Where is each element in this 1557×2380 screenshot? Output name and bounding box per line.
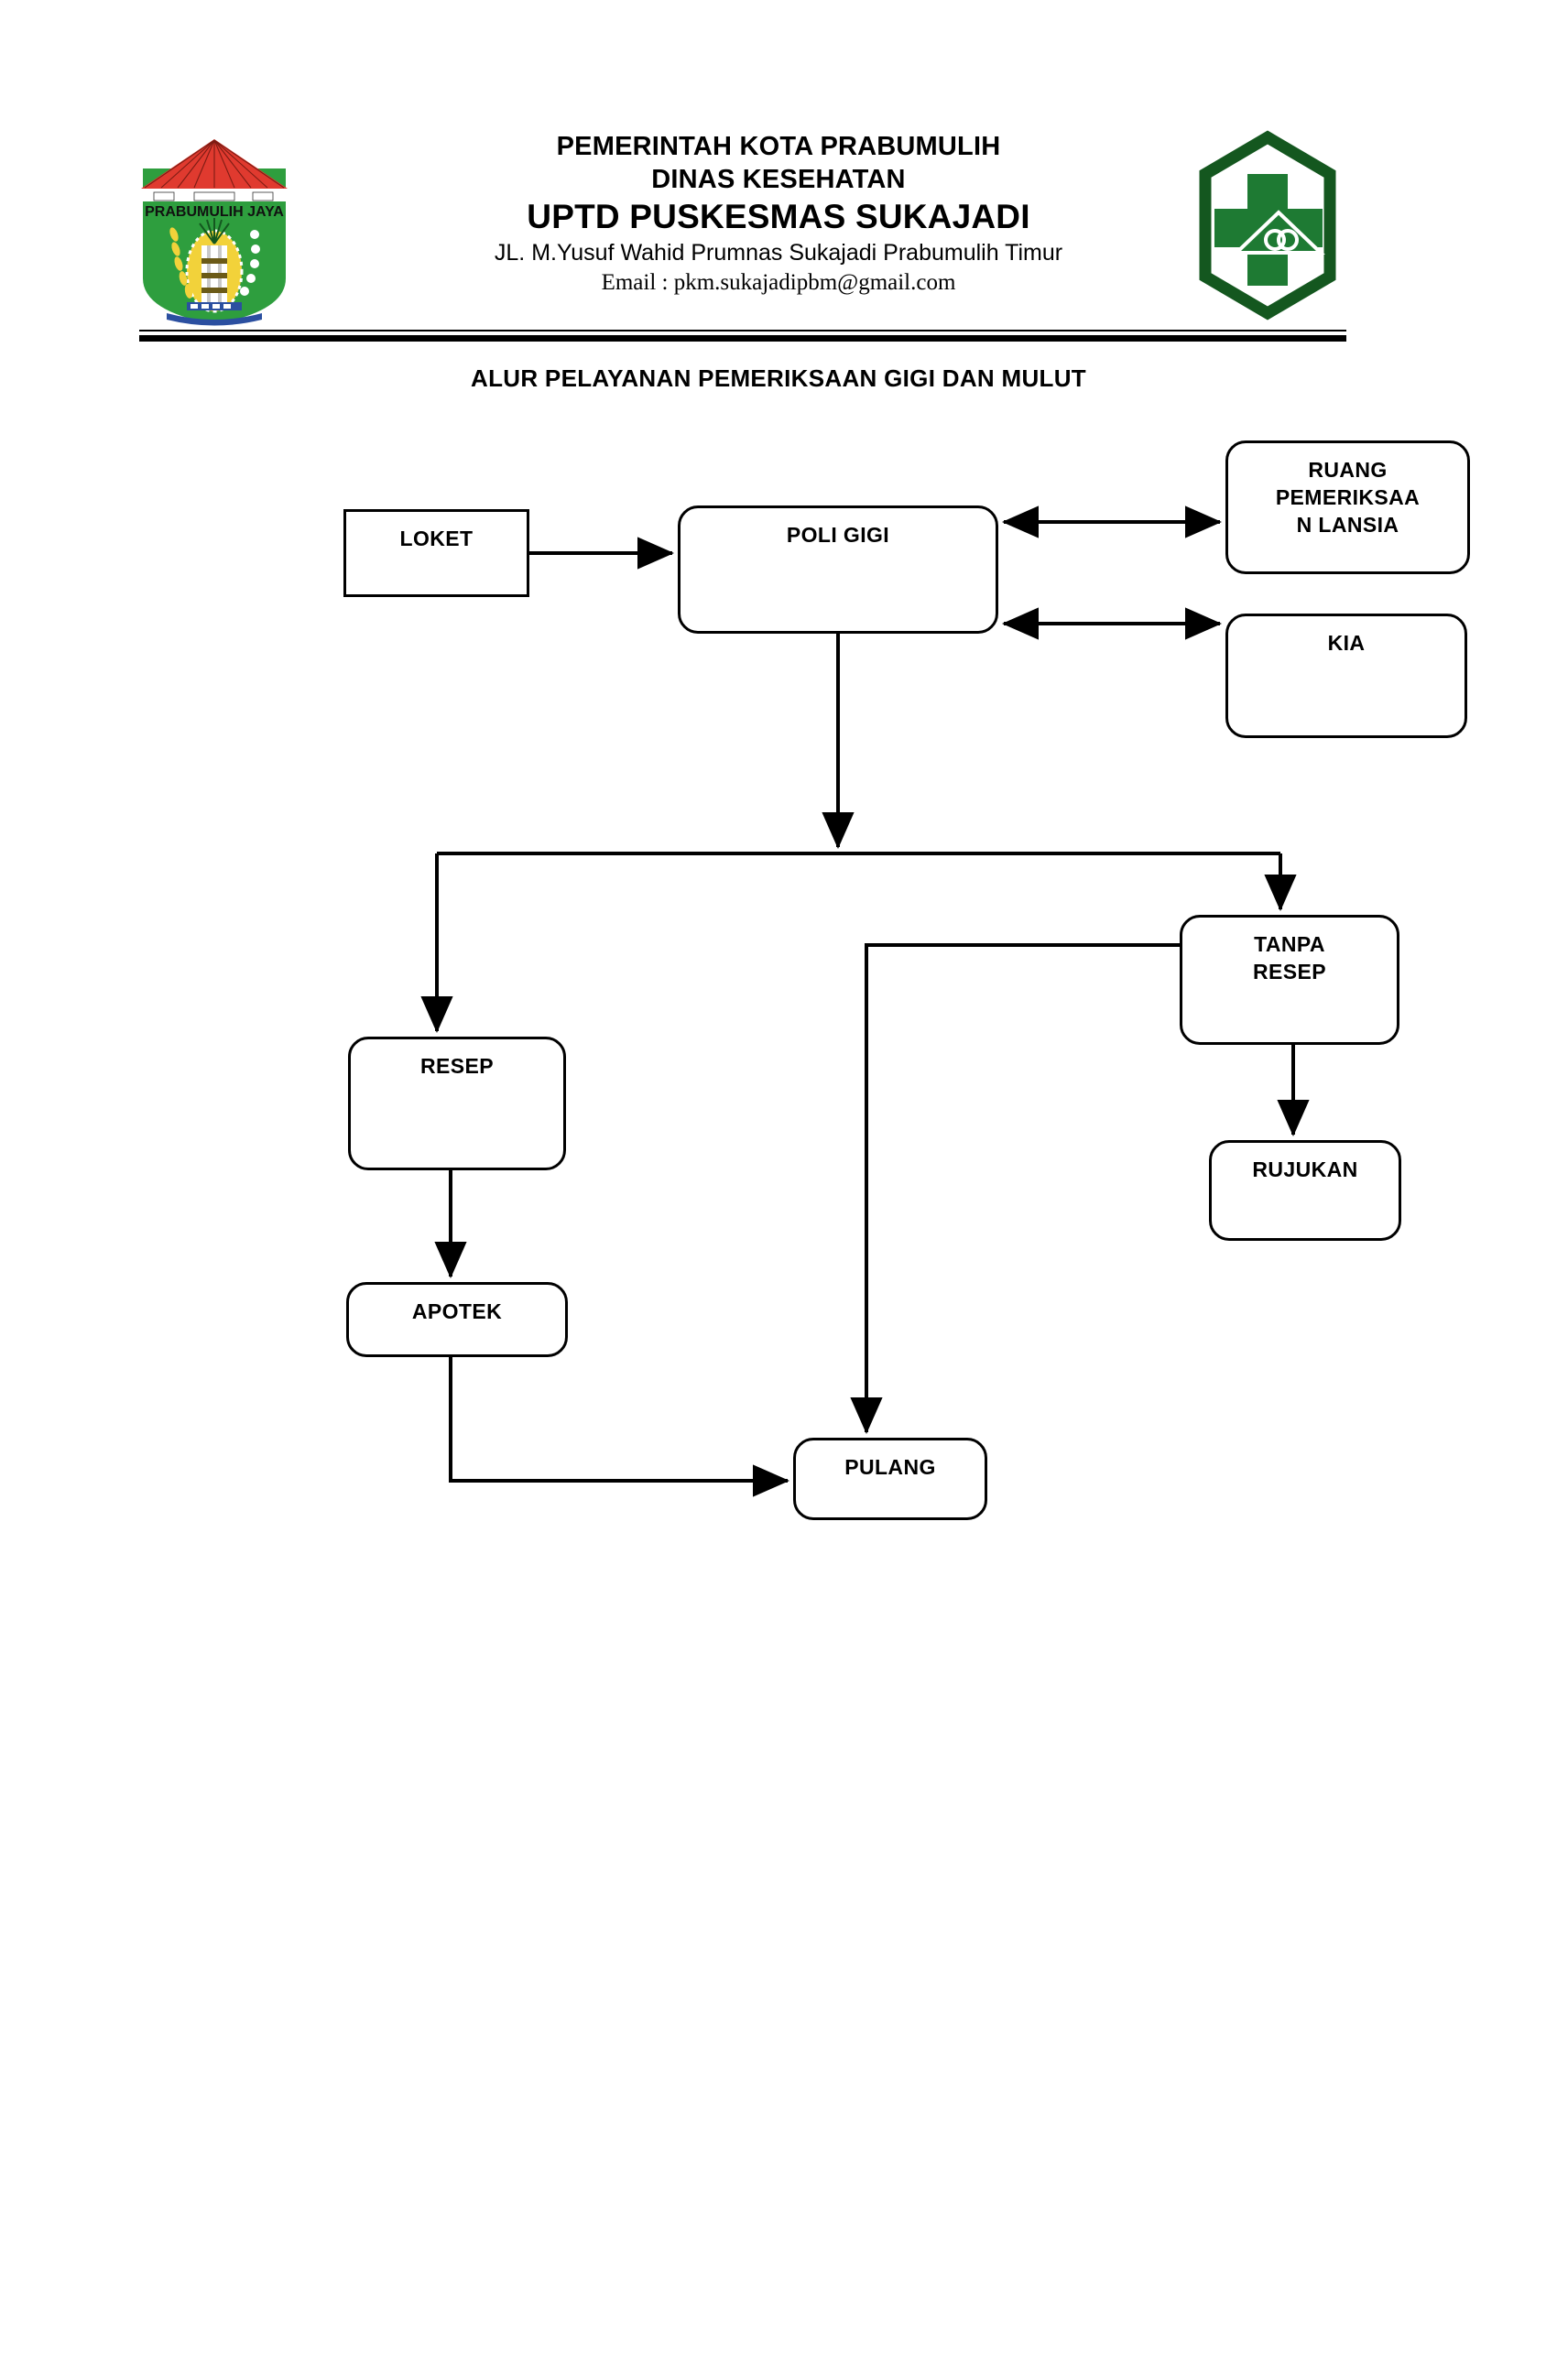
flow-node-pulang-label: PULANG <box>844 1455 936 1479</box>
prabumulih-city-emblem-icon: PRABUMULIH JAYA <box>136 132 293 327</box>
flow-node-poli-gigi[interactable]: POLI GIGI <box>678 505 998 634</box>
header-line-government: PEMERINTAH KOTA PRABUMULIH <box>556 132 1001 161</box>
letterhead-text-block: PEMERINTAH KOTA PRABUMULIH DINAS KESEHAT… <box>311 130 1246 298</box>
flow-node-resep-label: RESEP <box>420 1054 494 1078</box>
flow-node-ruang-pemeriksaan-lansia[interactable]: RUANG PEMERIKSAA N LANSIA <box>1225 440 1470 574</box>
flow-node-tanpa-resep[interactable]: TANPA RESEP <box>1180 915 1399 1045</box>
page-title: ALUR PELAYANAN PEMERIKSAAN GIGI DAN MULU… <box>471 364 1086 392</box>
flow-node-poli-gigi-label: POLI GIGI <box>786 523 890 547</box>
header-line-department: DINAS KESEHATAN <box>651 165 906 194</box>
flow-node-tanpa-resep-label: TANPA RESEP <box>1253 932 1326 984</box>
flow-node-kia-label: KIA <box>1327 631 1366 655</box>
flow-node-ruang-pemeriksaan-lansia-label: RUANG PEMERIKSAA N LANSIA <box>1275 458 1421 537</box>
flow-node-loket-label: LOKET <box>399 527 474 550</box>
header-divider-thick <box>139 335 1346 342</box>
header-divider-thin <box>139 330 1346 331</box>
flow-node-apotek-label: APOTEK <box>411 1299 503 1323</box>
edge-apotek-to-pulang <box>449 1357 789 1497</box>
flow-node-resep[interactable]: RESEP <box>348 1037 566 1170</box>
emblem-motto-text: PRABUMULIH JAYA <box>145 204 284 220</box>
flow-node-rujukan[interactable]: RUJUKAN <box>1209 1140 1401 1241</box>
edge-tanparesep-to-pulang <box>850 943 1180 1434</box>
flow-node-loket[interactable]: LOKET <box>343 509 529 597</box>
flow-node-kia[interactable]: KIA <box>1225 614 1467 738</box>
flow-node-apotek[interactable]: APOTEK <box>346 1282 568 1357</box>
header-line-email: Email : pkm.sukajadipbm@gmail.com <box>601 270 956 295</box>
flow-node-pulang[interactable]: PULANG <box>793 1438 987 1520</box>
header-line-institution: UPTD PUSKESMAS SUKAJADI <box>527 198 1030 235</box>
flow-node-rujukan-label: RUJUKAN <box>1252 1157 1358 1181</box>
header-line-address: JL. M.Yusuf Wahid Prumnas Sukajadi Prabu… <box>494 240 1063 266</box>
letterhead: PRABUMULIH JAYA <box>0 0 1557 348</box>
puskesmas-logo-icon <box>1191 125 1345 326</box>
